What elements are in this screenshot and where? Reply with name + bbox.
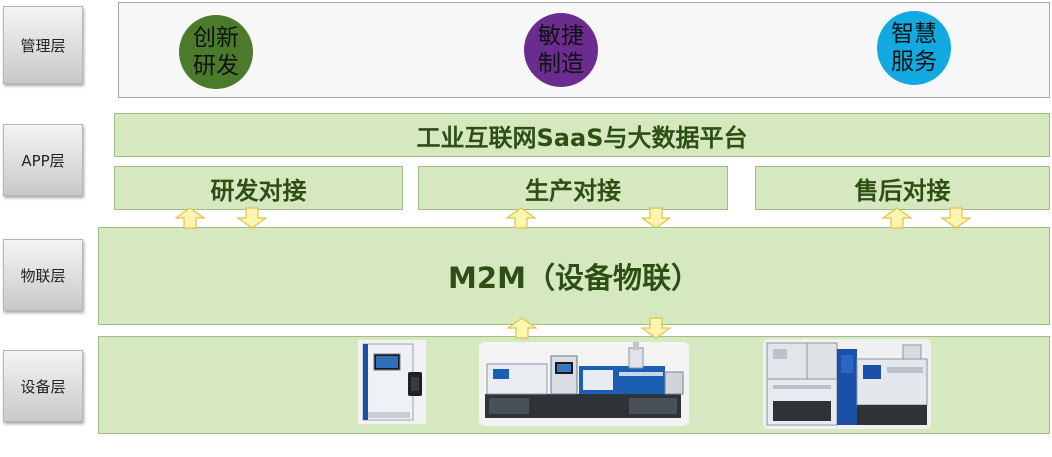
arrow-up-icon — [175, 207, 205, 229]
circle-text: 智慧服务 — [891, 21, 937, 75]
arrow-down-icon — [941, 207, 971, 229]
connector-text: 售后对接 — [854, 176, 951, 205]
arrow-down-icon — [641, 317, 671, 339]
cabinet-device-image — [358, 340, 426, 424]
arrow-down-icon — [237, 207, 267, 229]
m2m-box: M2M（设备物联） — [98, 227, 1050, 325]
circle-text: 敏捷制造 — [538, 23, 584, 77]
arrow-down-icon — [641, 207, 671, 229]
circle-innovation-rd: 创新研发 — [179, 15, 253, 89]
layer-label-app: APP层 — [3, 124, 83, 196]
arrow-up-icon — [507, 317, 537, 339]
layer-label-text: 管理层 — [20, 36, 66, 55]
injection-machine-image-large — [763, 339, 931, 429]
layer-label-text: 物联层 — [20, 266, 66, 285]
layer-label-management: 管理层 — [3, 6, 83, 84]
circle-text: 创新研发 — [193, 25, 239, 79]
platform-box: 工业互联网SaaS与大数据平台 — [114, 113, 1050, 157]
platform-text: 工业互联网SaaS与大数据平台 — [416, 123, 748, 152]
management-box: 创新研发 敏捷制造 智慧服务 — [118, 2, 1050, 98]
layer-label-text: 设备层 — [20, 377, 66, 396]
arrow-up-icon — [882, 207, 912, 229]
arrow-up-icon — [506, 207, 536, 229]
layer-label-iot: 物联层 — [3, 239, 83, 311]
circle-smart-service: 智慧服务 — [877, 11, 951, 85]
connector-rd: 研发对接 — [114, 166, 403, 210]
circle-agile-manufacturing: 敏捷制造 — [524, 13, 598, 87]
injection-machine-image — [479, 342, 689, 426]
layer-label-text: APP层 — [21, 151, 65, 170]
layer-label-device: 设备层 — [3, 350, 83, 422]
connector-text: 研发对接 — [210, 176, 307, 205]
m2m-text: M2M（设备物联） — [448, 261, 700, 295]
connector-text: 生产对接 — [525, 176, 621, 205]
connector-after-sales: 售后对接 — [755, 166, 1050, 210]
connector-production: 生产对接 — [418, 166, 728, 210]
